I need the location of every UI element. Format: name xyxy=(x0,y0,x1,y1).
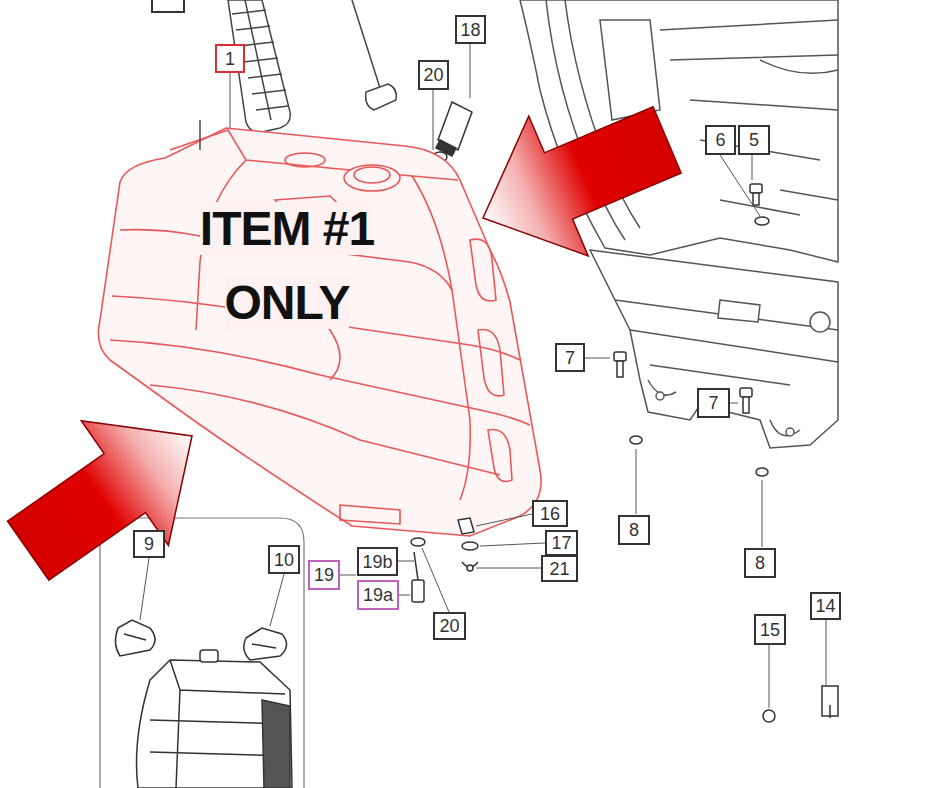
overlay-note: ITEM #1 ONLY xyxy=(187,192,387,340)
callout-number: 14 xyxy=(815,597,835,615)
callout-box: 21 xyxy=(541,555,578,582)
callout-box: 8 xyxy=(744,548,776,578)
fitting-18 xyxy=(433,102,472,162)
callout-box: 20 xyxy=(433,612,466,640)
leader-line xyxy=(340,514,545,612)
callout-box: 7 xyxy=(697,388,730,418)
callout-box: 14 xyxy=(810,592,841,620)
callout-number: 20 xyxy=(439,617,459,635)
tank-fittings xyxy=(411,518,478,602)
callout-box: 18 xyxy=(455,15,486,44)
callout-box: 15 xyxy=(754,614,786,645)
callout-number: 21 xyxy=(549,560,569,578)
callout-number: 8 xyxy=(755,554,765,572)
callout-box: 20 xyxy=(418,60,449,90)
callout-number: 8 xyxy=(629,521,639,539)
pointer-arrow xyxy=(0,374,236,613)
callout-box: 17 xyxy=(545,530,578,556)
callout-number: 5 xyxy=(749,131,759,149)
callout-box: 9 xyxy=(133,530,165,558)
callout-box: 8 xyxy=(618,515,650,545)
callout-box: 16 xyxy=(532,500,568,527)
overlay-text: ITEM #1 ONLY xyxy=(200,202,374,329)
callout-number: 7 xyxy=(565,349,575,367)
partial-callout xyxy=(152,0,184,12)
callout-number: 18 xyxy=(460,21,480,39)
callout-box: 7 xyxy=(555,343,585,372)
callout-number: 19 xyxy=(314,566,334,584)
hardware xyxy=(614,184,838,722)
callout-box: 1 xyxy=(215,44,245,73)
callout-number: 10 xyxy=(274,551,294,569)
callout-number: 16 xyxy=(540,505,560,523)
callout-number: 20 xyxy=(423,66,443,84)
callout-box: 19b xyxy=(357,547,398,576)
tank-assembly-inset xyxy=(100,518,304,788)
callout-box: 6 xyxy=(705,125,736,155)
leader-line xyxy=(585,155,826,708)
callout-number: 6 xyxy=(715,131,725,149)
callout-number: 17 xyxy=(551,534,571,552)
callout-box: 19 xyxy=(308,560,340,590)
callout-number: 7 xyxy=(708,394,718,412)
sender-rod xyxy=(352,0,396,110)
callout-number: 9 xyxy=(144,535,154,553)
callout-box: 10 xyxy=(268,545,300,574)
pointer-arrow xyxy=(453,70,696,288)
callout-box: 5 xyxy=(738,125,770,155)
callout-number: 1 xyxy=(225,50,235,68)
callout-number: 19a xyxy=(363,586,393,604)
callout-number: 19b xyxy=(362,553,392,571)
callout-number: 15 xyxy=(760,621,780,639)
leader-line xyxy=(140,558,284,626)
callout-box: 19a xyxy=(357,580,399,610)
leader-line xyxy=(230,73,231,128)
